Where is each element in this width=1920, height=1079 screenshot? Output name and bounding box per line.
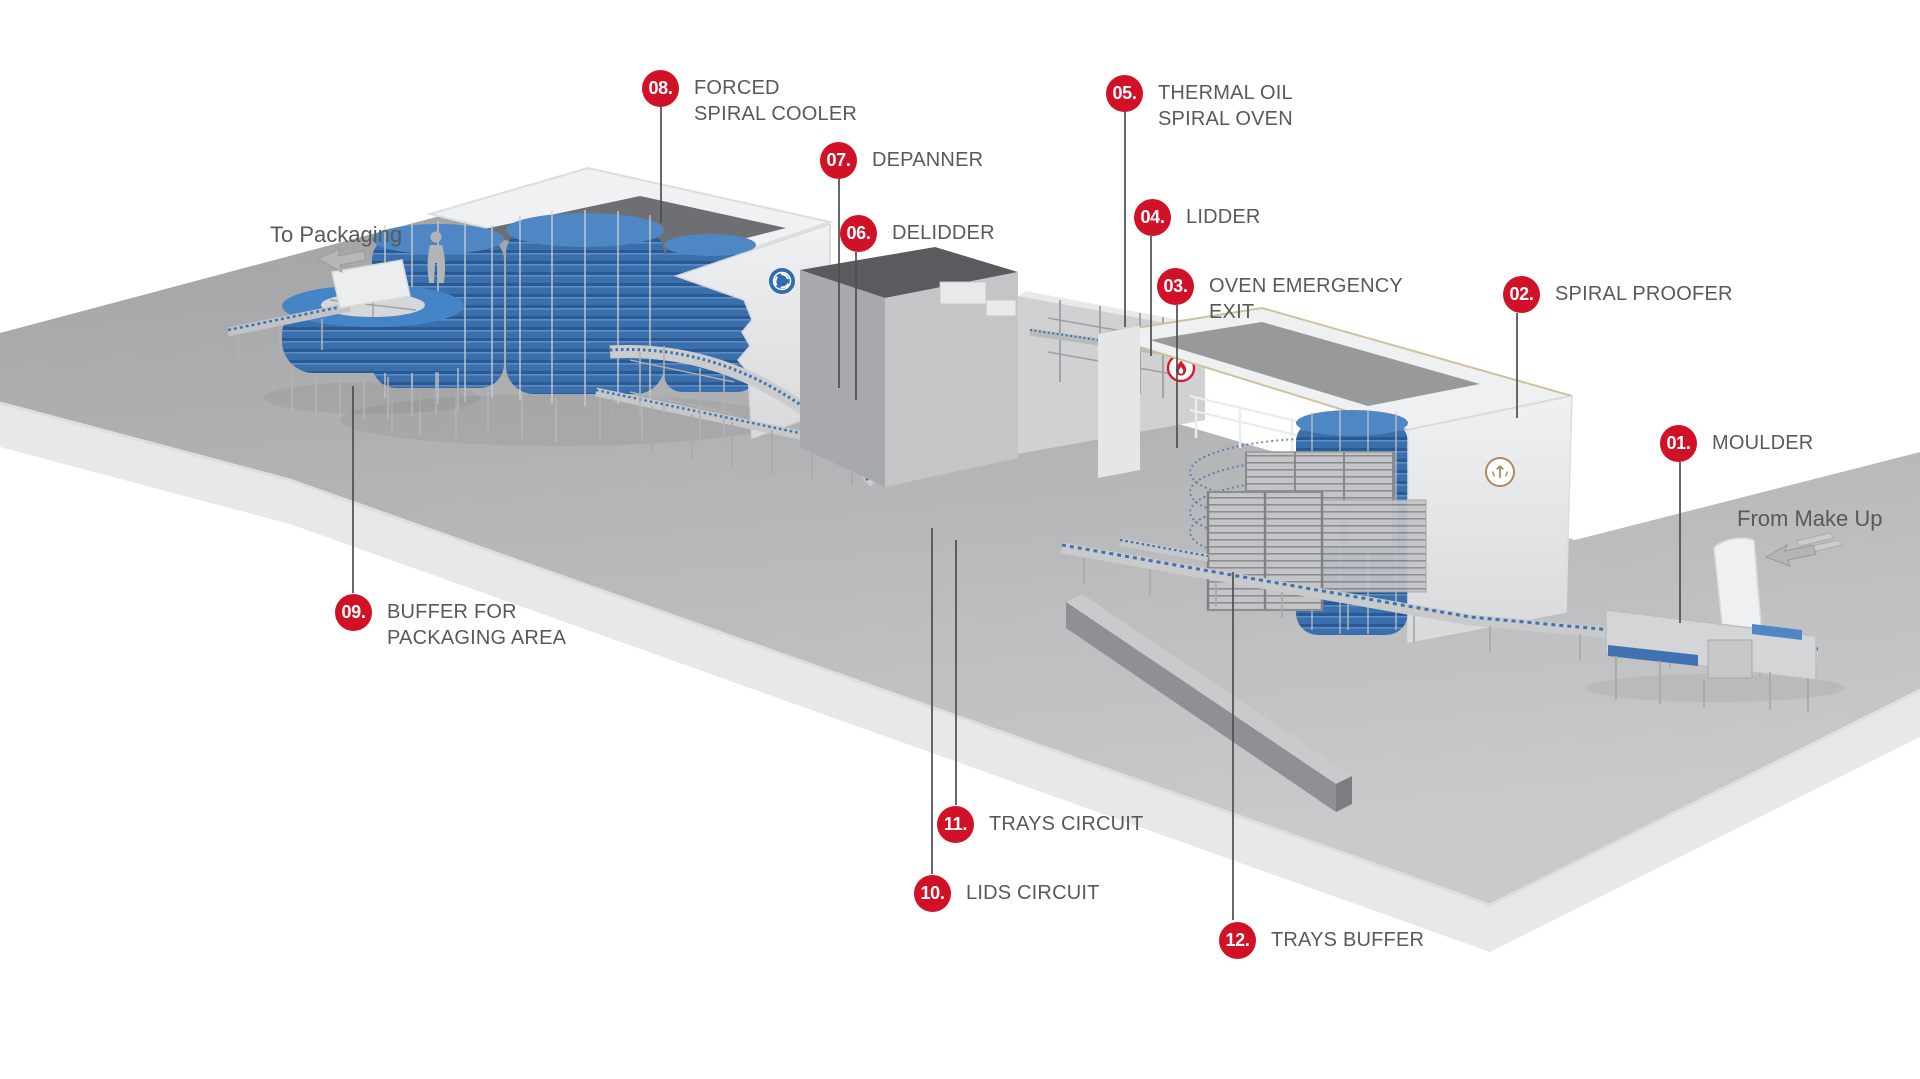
from-make-up-label: From Make Up	[1737, 506, 1883, 531]
leader-lines	[352, 107, 1681, 920]
callout-01-moulder: 01. MOULDER	[1660, 425, 1813, 462]
callout-number-badge: 02.	[1503, 276, 1540, 313]
callout-label: LIDS CIRCUIT	[966, 882, 1100, 904]
to-packaging-arrow-icon	[316, 248, 367, 274]
callout-number-badge: 06.	[840, 215, 877, 252]
callout-label: DELIDDER	[892, 222, 995, 244]
spiral-logo-icon	[1485, 457, 1515, 487]
callout-label: TRAYS BUFFER	[1271, 929, 1425, 951]
callout-02-spiral-proofer: 02. SPIRAL PROOFER	[1503, 276, 1733, 313]
callout-number-badge: 05.	[1106, 75, 1143, 112]
callout-number-badge: 09.	[335, 594, 372, 631]
callout-label: MOULDER	[1712, 432, 1814, 454]
callout-07-depanner: 07. DEPANNER	[820, 142, 983, 179]
callout-12-trays-buffer: 12. TRAYS BUFFER	[1219, 922, 1424, 959]
callout-number-badge: 01.	[1660, 425, 1697, 462]
callout-number-badge: 11.	[937, 806, 974, 843]
callout-11-trays-circuit: 11. TRAYS CIRCUIT	[937, 806, 1143, 843]
trays-buffer	[1119, 451, 1427, 612]
callout-number-badge: 03.	[1157, 268, 1194, 305]
callout-04-lidder: 04. LIDDER	[1134, 199, 1261, 236]
from-make-up-arrow-icon	[1764, 532, 1843, 567]
callout-number-badge: 04.	[1134, 199, 1171, 236]
callout-number-badge: 10.	[914, 875, 951, 912]
to-packaging-conveyor	[227, 248, 411, 364]
worker-figure	[427, 231, 446, 283]
callout-number-badge: 07.	[820, 142, 857, 179]
callout-label: LIDDER	[1186, 206, 1261, 228]
callout-number-badge: 08.	[642, 70, 679, 107]
callout-number-badge: 12.	[1219, 922, 1256, 959]
callout-06-delidder: 06. DELIDDER	[840, 215, 995, 252]
callout-label: TRAYS CIRCUIT	[989, 813, 1144, 835]
fan-icon	[769, 268, 795, 294]
packaging-buffer-spiral	[264, 285, 480, 419]
callout-10-lids-circuit: 10. LIDS CIRCUIT	[914, 875, 1100, 912]
floor-divider-wall	[1066, 594, 1352, 812]
moulder	[1585, 532, 1845, 712]
to-packaging-label: To Packaging	[270, 222, 403, 247]
callout-label: SPIRAL PROOFER	[1555, 283, 1733, 305]
callout-label: DEPANNER	[872, 149, 984, 171]
